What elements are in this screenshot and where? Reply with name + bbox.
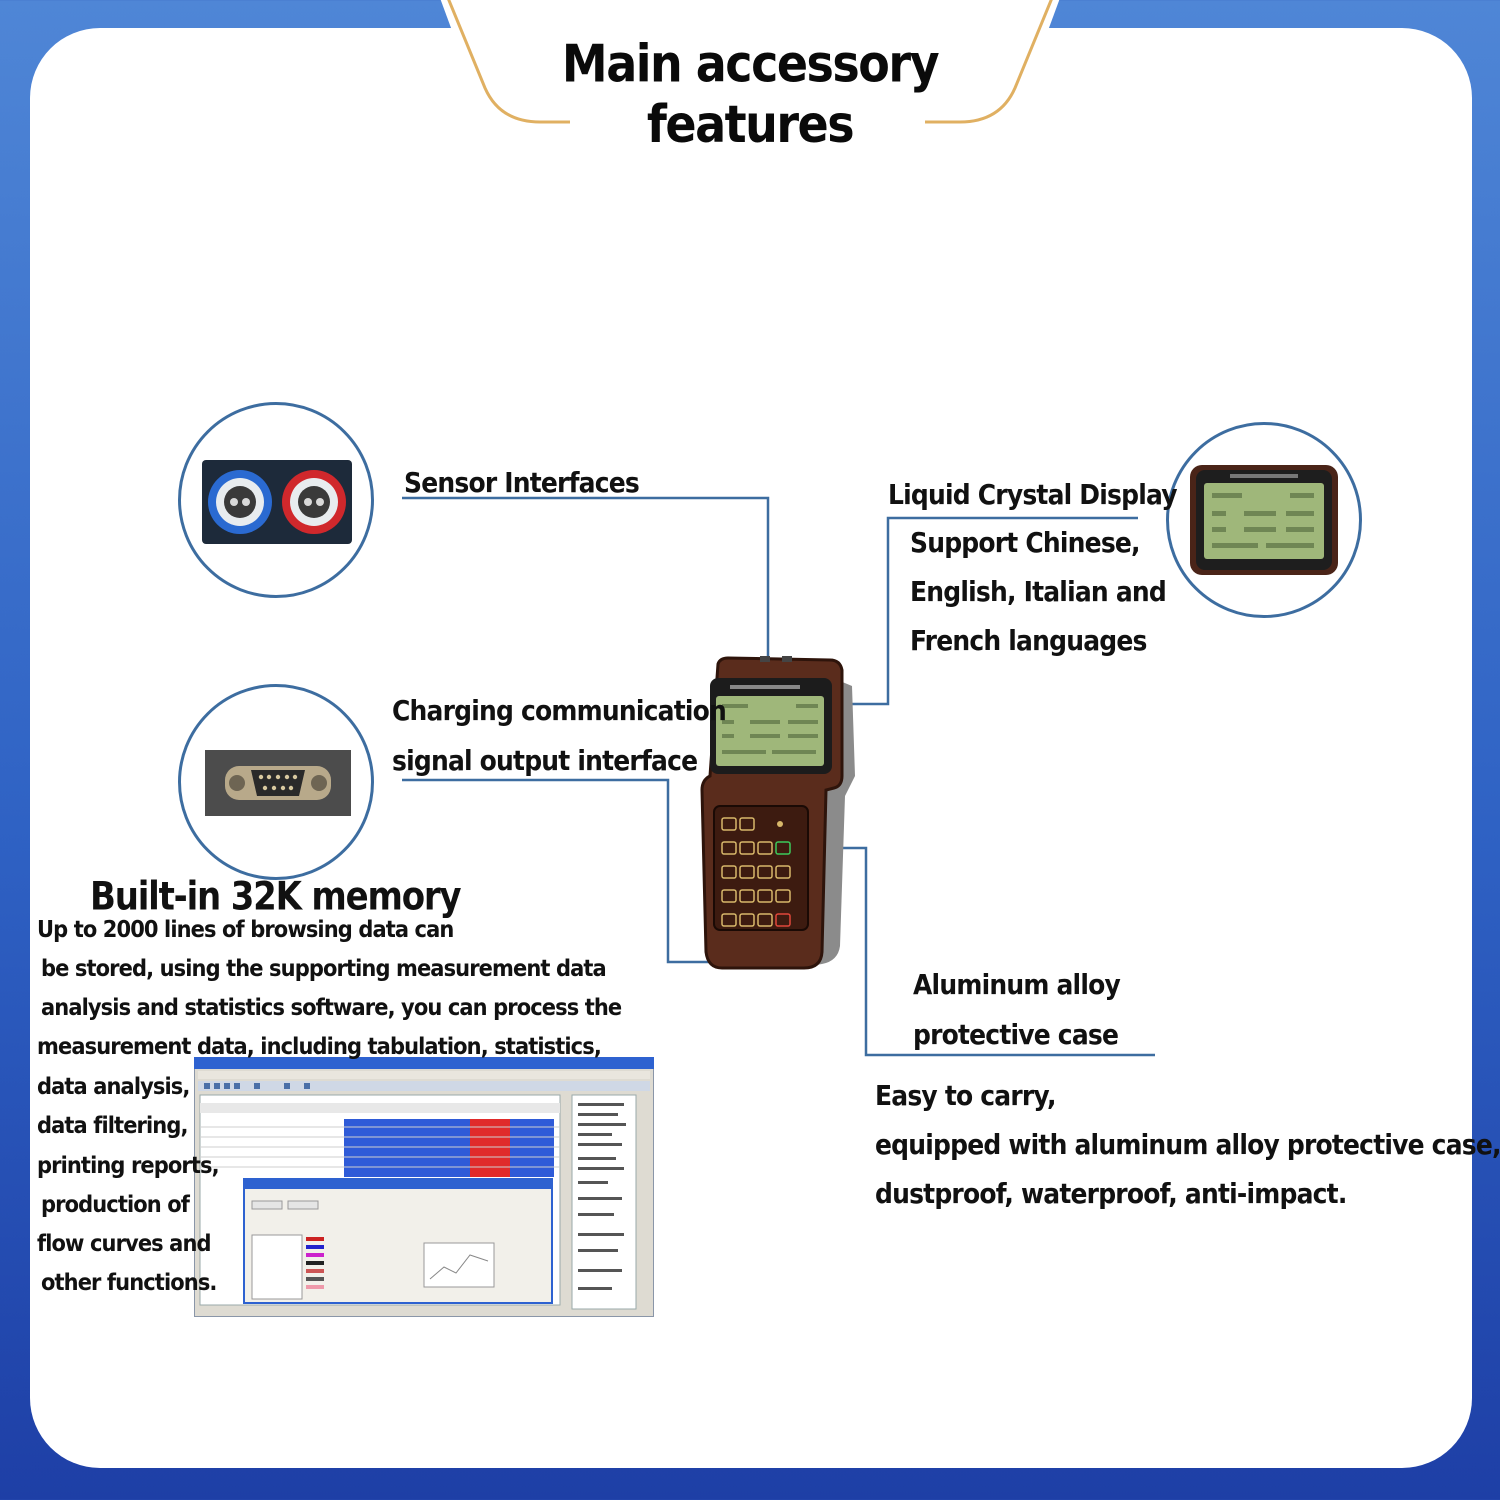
aluminum-desc-3: dustproof, waterproof, anti-impact. — [875, 1177, 1347, 1210]
memory-line-9: flow curves and — [37, 1230, 212, 1257]
memory-line-2: be stored, using the supporting measurem… — [41, 955, 607, 982]
aluminum-label-line1: Aluminum alloy — [913, 968, 1121, 1001]
charging-connector — [402, 778, 735, 964]
charging-label-line1: Charging communication — [392, 694, 727, 727]
lcd-circle — [1166, 422, 1362, 618]
ultrasonic-flowmeter-icon — [700, 656, 855, 970]
lcd-screen-icon — [1190, 465, 1338, 575]
lcd-desc-3: French languages — [910, 624, 1147, 657]
lcd-label: Liquid Crystal Display — [888, 478, 1178, 511]
memory-line-7: printing reports, — [37, 1152, 220, 1179]
aluminum-desc-2: equipped with aluminum alloy protective … — [875, 1128, 1500, 1161]
sensor-connector — [402, 496, 770, 668]
memory-line-6: data filtering, — [37, 1112, 188, 1139]
software-screenshot-icon — [194, 1057, 654, 1317]
charging-label-line2: signal output interface — [392, 744, 698, 777]
memory-title: Built-in 32K memory — [90, 874, 462, 920]
page-title: Main accessory features — [561, 33, 940, 155]
memory-line-3: analysis and statistics software, you ca… — [41, 994, 622, 1021]
memory-line-4: measurement data, including tabulation, … — [37, 1033, 602, 1060]
aluminum-connector — [835, 846, 1155, 1057]
sensor-interfaces-circle — [178, 402, 374, 598]
lcd-desc-1: Support Chinese, — [910, 526, 1141, 559]
serial-port-circle — [178, 684, 374, 880]
memory-line-5: data analysis, — [37, 1073, 190, 1100]
memory-line-1: Up to 2000 lines of browsing data can — [37, 916, 454, 943]
lcd-connector — [825, 516, 1138, 706]
sensor-interfaces-label: Sensor Interfaces — [404, 466, 640, 499]
title-tab-shape — [440, 0, 1060, 126]
memory-line-8: production of — [41, 1191, 190, 1218]
aluminum-desc-1: Easy to carry, — [875, 1079, 1056, 1112]
lcd-desc-2: English, Italian and — [910, 575, 1167, 608]
aluminum-label-line2: protective case — [913, 1018, 1119, 1051]
serial-port-icon — [205, 750, 351, 816]
memory-line-10: other functions. — [41, 1269, 217, 1296]
sensor-ports-icon — [202, 460, 352, 544]
